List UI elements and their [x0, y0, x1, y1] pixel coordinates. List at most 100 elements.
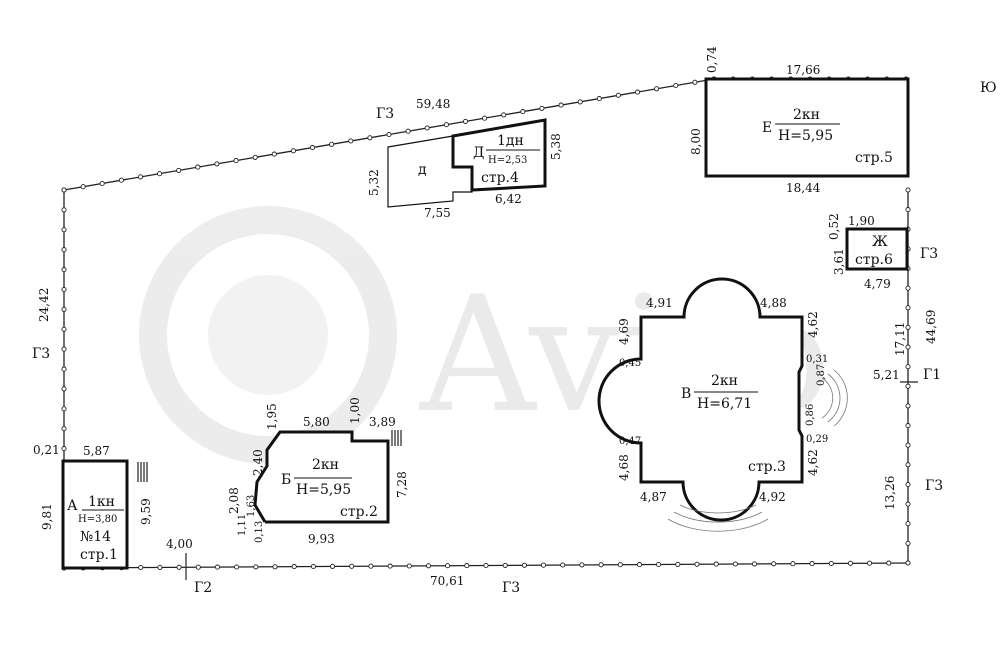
- building-b-dim-bottom: 9,93: [308, 532, 335, 546]
- building-e-outline: [704, 77, 910, 178]
- building-b-dim-top-step: 1,00: [348, 397, 362, 424]
- boundary-point: [443, 122, 449, 128]
- right-edge-letter: Ю: [980, 80, 997, 96]
- boundary-point: [905, 501, 911, 507]
- boundary-point: [252, 154, 258, 160]
- boundary-point: [137, 174, 144, 180]
- building-b-letter: Б: [281, 472, 291, 488]
- boundary-point: [905, 462, 911, 468]
- building-v: В 2кн Н=6,71 стр.3 4,91 4,88 4,87 4,92 4…: [597, 277, 848, 532]
- boundary-point: [233, 158, 239, 164]
- boundary-point: [99, 180, 105, 187]
- neighbor-right-bottom: Г3: [925, 478, 943, 494]
- neighbor-bottom-left: Г2: [194, 580, 212, 596]
- building-e-dim-left: 8,00: [689, 128, 703, 155]
- building-a-dim-left: 9,81: [40, 503, 54, 530]
- building-b: Б 2кн Н=5,95 стр.2 5,80 1,00 3,89 7,28 9…: [227, 397, 409, 546]
- boundary-point: [349, 563, 355, 569]
- boundary-point: [80, 184, 86, 190]
- boundary-point: [675, 561, 681, 567]
- boundary-point: [61, 446, 67, 452]
- building-zh-structure: стр.6: [855, 252, 893, 268]
- boundary-point: [61, 227, 67, 233]
- boundary-point: [520, 109, 526, 115]
- boundary-point: [540, 562, 547, 568]
- boundary-point: [483, 562, 489, 569]
- boundary-point: [234, 564, 240, 570]
- boundary-point: [560, 562, 566, 568]
- building-zh: Ж стр.6 1,90 3,61 0,52 4,79: [827, 213, 909, 291]
- boundary-point: [214, 161, 220, 167]
- boundary-point: [596, 96, 602, 102]
- boundary-point: [501, 112, 507, 118]
- building-v-dim-right-offset-a: 0,31: [806, 354, 828, 365]
- extension-d-letter: д: [418, 162, 427, 178]
- building-a-structure: стр.1: [80, 547, 118, 563]
- building-e-height: Н=5,95: [778, 128, 833, 144]
- building-v-dim-top-left: 4,91: [646, 296, 673, 310]
- building-v-porch-right: [821, 369, 848, 427]
- building-zh-letter: Ж: [872, 234, 888, 250]
- building-b-dim-corner-a: 1,63: [246, 495, 257, 517]
- boundary-point: [291, 564, 297, 570]
- boundary-point: [157, 564, 163, 570]
- building-b-height: Н=5,95: [296, 482, 351, 498]
- boundary-point: [790, 561, 796, 567]
- boundary-point: [886, 560, 892, 566]
- boundary-point: [157, 171, 163, 177]
- boundary-point: [253, 564, 259, 570]
- neighbor-right-mid: Г1: [923, 367, 941, 383]
- building-d-height: Н=2,53: [488, 155, 527, 166]
- boundary-point: [692, 79, 698, 85]
- boundary-point: [828, 560, 834, 567]
- boundary-point: [329, 141, 335, 147]
- building-d-structure: стр.4: [481, 170, 519, 186]
- boundary-point: [905, 540, 911, 546]
- boundary-point: [348, 138, 354, 144]
- boundary-point: [445, 563, 451, 569]
- boundary-right-top: 17,11: [893, 322, 907, 356]
- building-b-dim-top-right: 3,89: [369, 415, 396, 429]
- boundary-point: [61, 286, 67, 293]
- boundary-point: [905, 383, 911, 389]
- boundary-left-corner: 0,21: [33, 443, 60, 457]
- building-e-dim-top: 17,66: [786, 63, 820, 77]
- boundary-point: [732, 561, 738, 567]
- boundary-top-gap: 0,74: [705, 46, 719, 73]
- boundary-point: [195, 564, 201, 570]
- building-a: А 1кн Н=3,80 №14 стр.1 5,87 9,81 9,59: [40, 444, 153, 570]
- building-v-dim-left-offset-bottom: 0,47: [619, 436, 641, 447]
- boundary-right-bottom: 13,26: [883, 476, 897, 510]
- boundary-point: [905, 560, 911, 566]
- boundary-point: [905, 442, 911, 448]
- boundary-point: [905, 324, 911, 330]
- boundary-point: [905, 423, 911, 429]
- building-b-outline: [253, 430, 390, 524]
- building-v-dim-left-top: 4,69: [617, 318, 631, 345]
- building-b-dim-corner-b: 1,11: [237, 514, 248, 536]
- building-v-letter: В: [681, 386, 691, 402]
- building-e-floors: 2кн: [793, 107, 820, 123]
- boundary-point: [905, 207, 911, 213]
- building-d-floors: 1дн: [497, 133, 524, 149]
- boundary-bottom-length: 70,61: [430, 574, 464, 588]
- building-b-dim-top: 5,80: [303, 415, 330, 429]
- boundary-right-mid: 5,21: [873, 368, 900, 382]
- boundary-point: [61, 306, 67, 312]
- boundary-point: [61, 366, 67, 372]
- boundary-point: [424, 125, 430, 131]
- neighbor-left: Г3: [32, 346, 50, 362]
- boundary-point: [61, 326, 67, 332]
- boundary-point: [673, 82, 679, 89]
- building-v-dim-left-bottom: 4,68: [617, 454, 631, 481]
- boundary-point: [271, 151, 277, 157]
- boundary-point: [464, 563, 470, 569]
- boundary-point: [386, 131, 392, 138]
- boundary-point: [905, 305, 911, 311]
- boundary-point: [905, 521, 911, 527]
- building-zh-dim-left: 3,61: [832, 248, 846, 275]
- building-zh-dim-top: 1,90: [848, 214, 875, 228]
- boundary-point: [539, 105, 545, 111]
- building-e-structure: стр.5: [855, 150, 893, 166]
